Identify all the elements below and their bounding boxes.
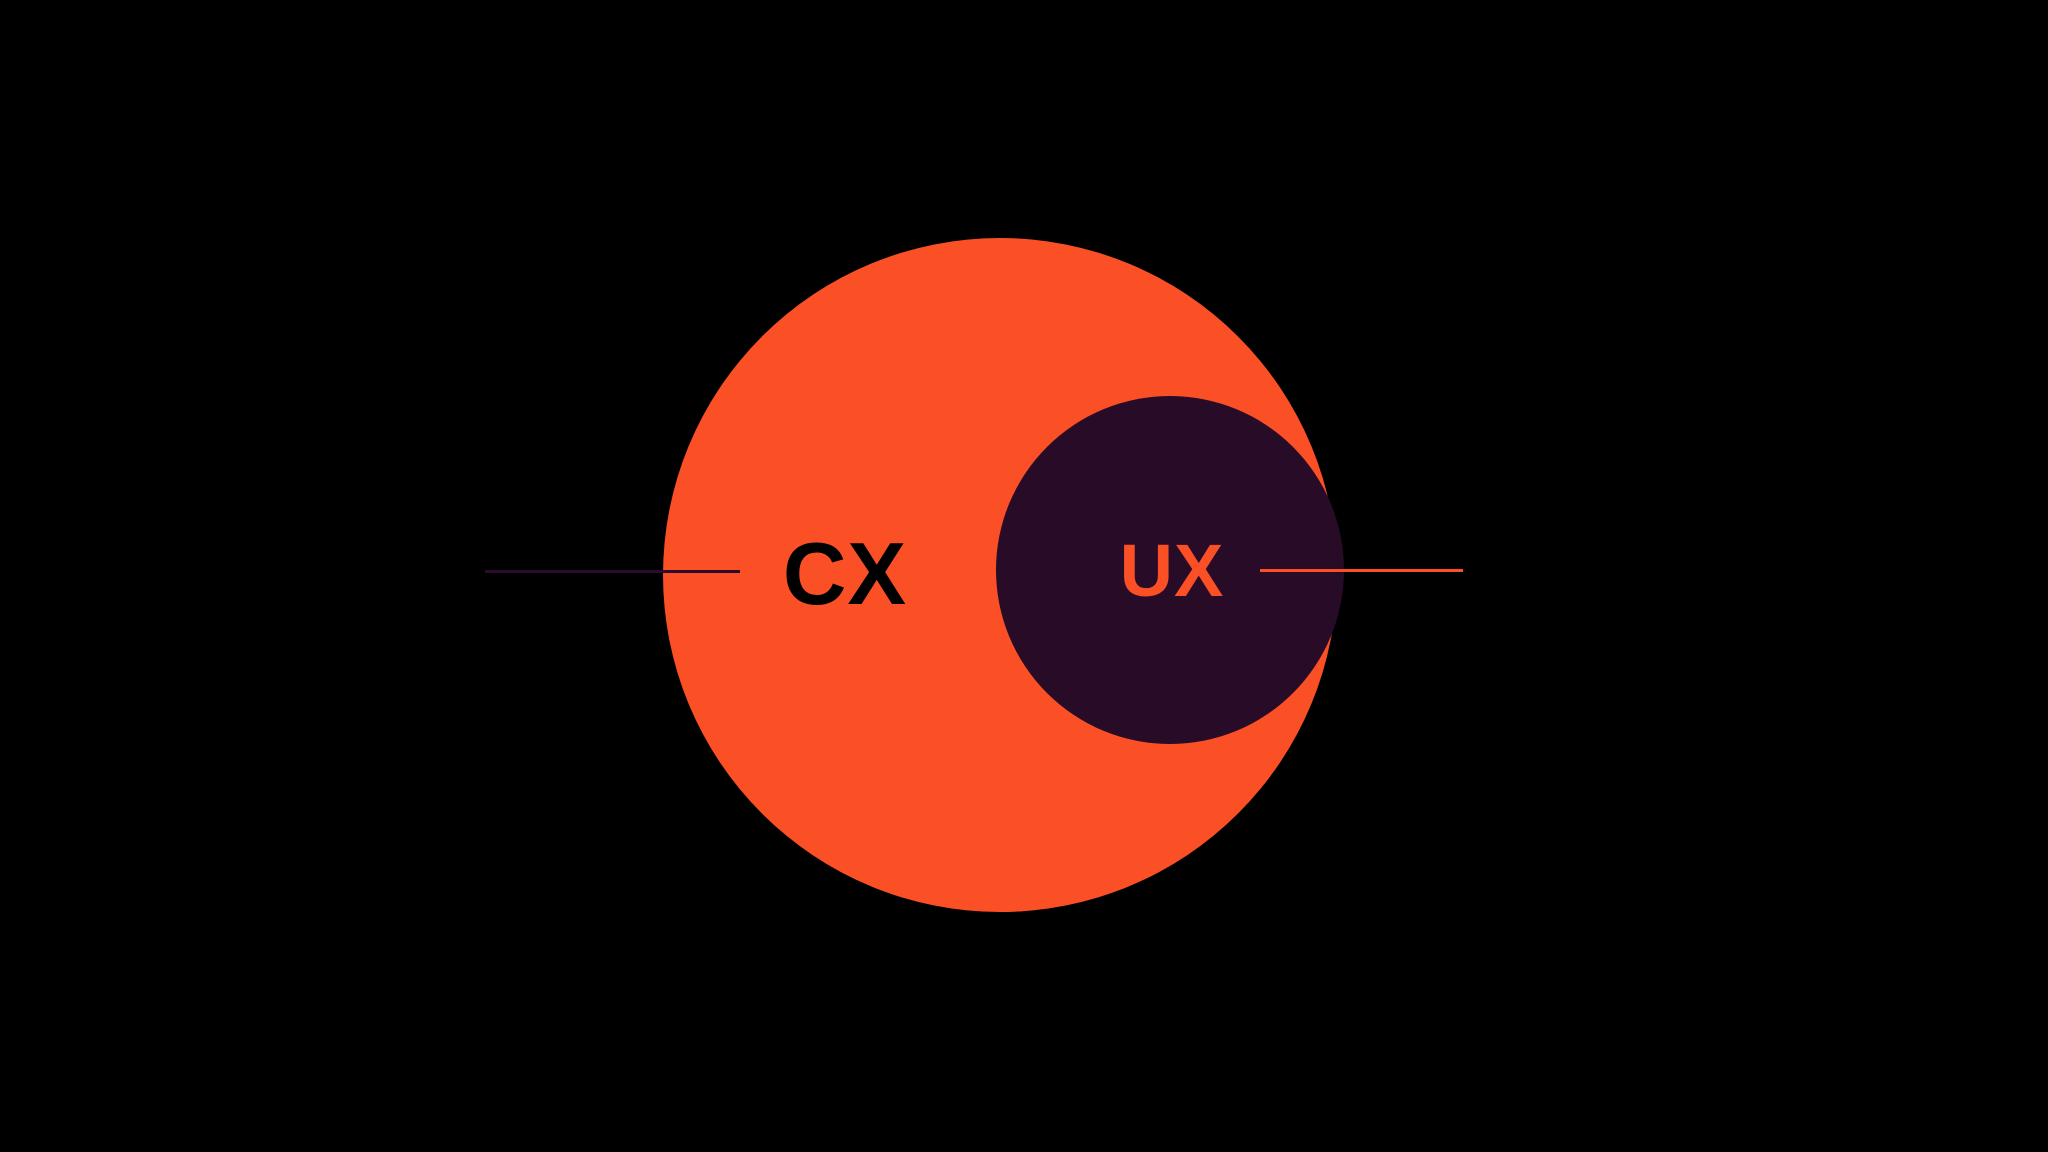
- ux-label: UX: [1119, 529, 1225, 612]
- right-connector-line: [1260, 569, 1463, 572]
- cx-label: CX: [782, 524, 908, 623]
- left-connector-line: [485, 570, 740, 573]
